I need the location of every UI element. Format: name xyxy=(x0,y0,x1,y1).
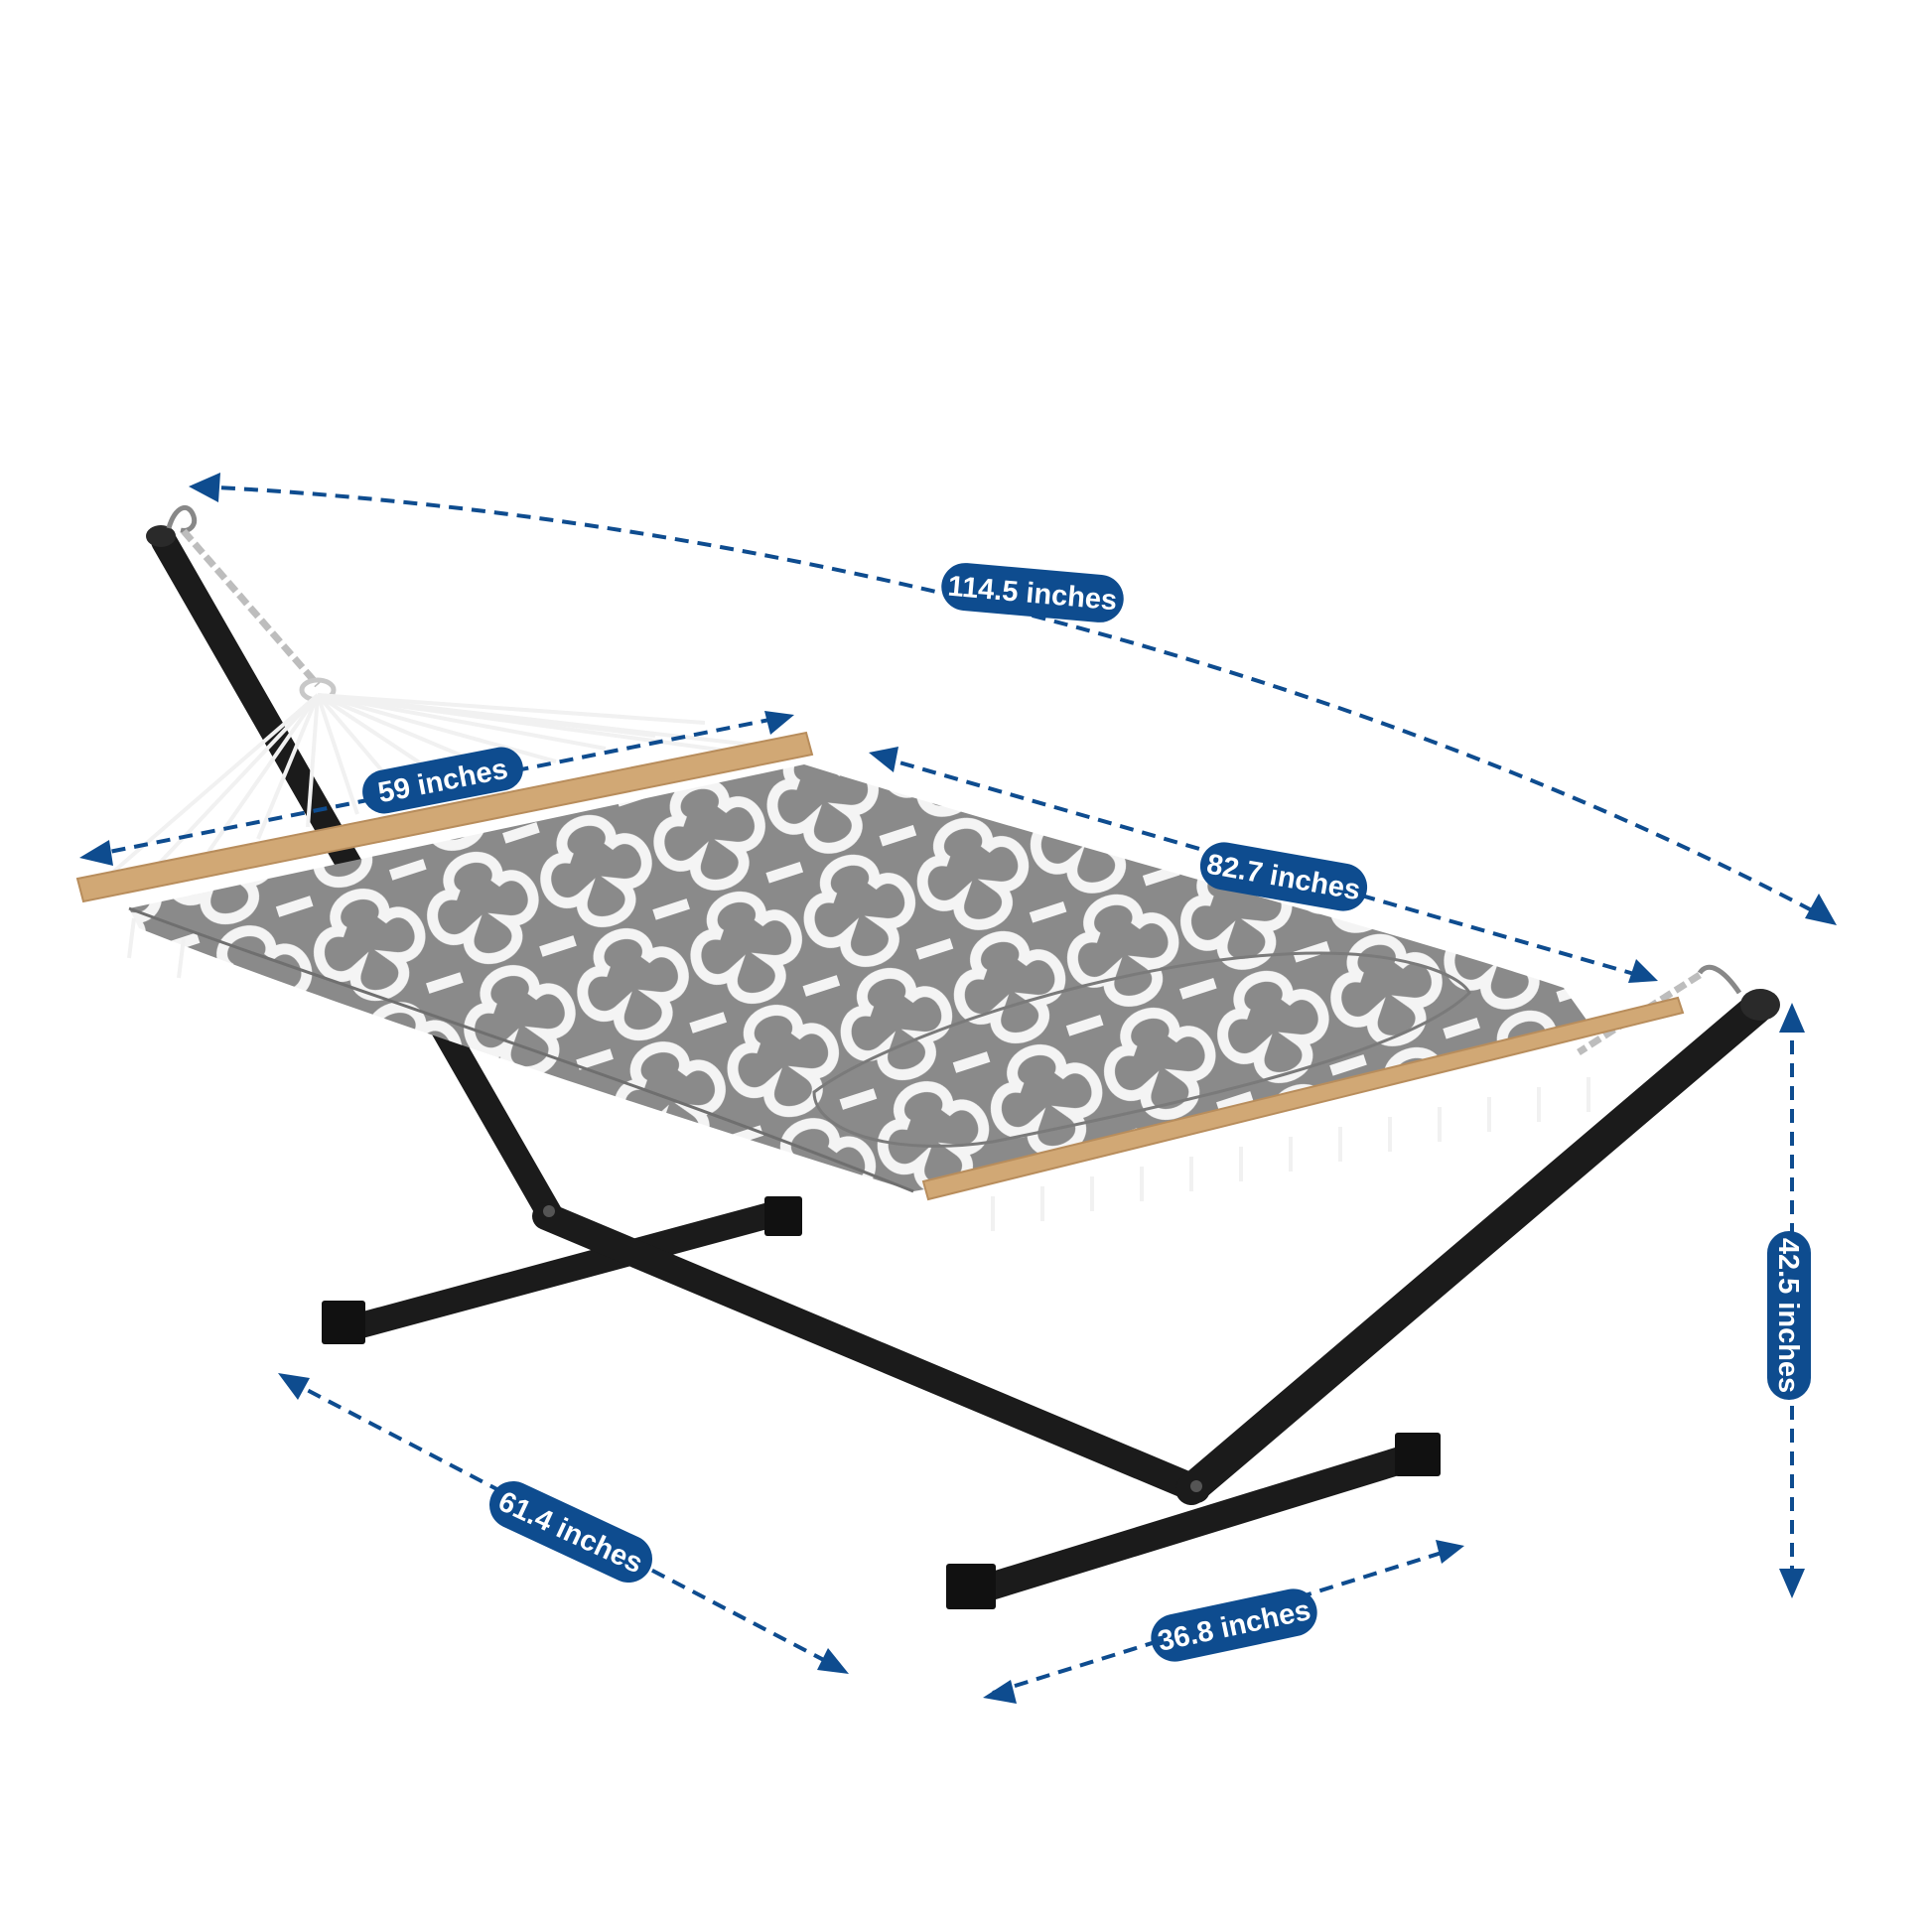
label-height: 42.5 inches xyxy=(1767,1231,1811,1400)
arrow-head-icon xyxy=(79,840,113,866)
left-pole-cap xyxy=(146,525,176,547)
back-base-bar xyxy=(330,1198,797,1343)
edge-tassels xyxy=(127,917,1590,1231)
right-spreader-bar xyxy=(921,996,1685,1201)
arrow-head-icon xyxy=(764,711,794,735)
label-spreader-width: 59 inches xyxy=(362,747,523,814)
arrow-head-icon xyxy=(1805,894,1837,925)
arrow-head-icon xyxy=(1436,1540,1464,1564)
arrow-head-icon xyxy=(278,1373,310,1400)
hammock-bed xyxy=(127,764,1590,1231)
arrow-head-icon xyxy=(1779,1003,1805,1033)
arrow-heads xyxy=(79,473,1837,1704)
steel-stand xyxy=(146,525,1780,1609)
front-base-bar xyxy=(954,1441,1434,1607)
svg-text:42.5 inches: 42.5 inches xyxy=(1772,1238,1804,1393)
center-base-bar xyxy=(532,1202,1210,1503)
left-spreader-bar xyxy=(75,731,814,903)
hammock-pillow xyxy=(812,951,1471,1148)
arrow-head-icon xyxy=(1779,1569,1805,1598)
arrow-head-icon xyxy=(869,747,898,772)
back-right-foot xyxy=(764,1196,802,1236)
arrow-head-icon xyxy=(817,1648,849,1674)
overall-length-line xyxy=(198,484,1828,920)
hook-icon xyxy=(1697,964,1742,995)
base-depth-line xyxy=(287,1378,840,1670)
arrow-head-icon xyxy=(189,473,220,502)
label-overall-length: 114.5 inches xyxy=(941,563,1124,622)
label-base-depth: 61.4 inches xyxy=(488,1480,653,1584)
front-right-foot xyxy=(1395,1433,1441,1476)
hook-icon xyxy=(166,504,198,533)
right-upright-pole xyxy=(1175,992,1773,1505)
chain-icon xyxy=(181,528,321,688)
arrow-head-icon xyxy=(1628,959,1658,983)
right-pole-cap xyxy=(1740,989,1780,1021)
label-base-width: 36.8 inches xyxy=(1151,1588,1317,1662)
arrow-head-icon xyxy=(983,1680,1017,1704)
back-left-foot xyxy=(322,1301,365,1344)
front-left-foot xyxy=(946,1564,996,1609)
